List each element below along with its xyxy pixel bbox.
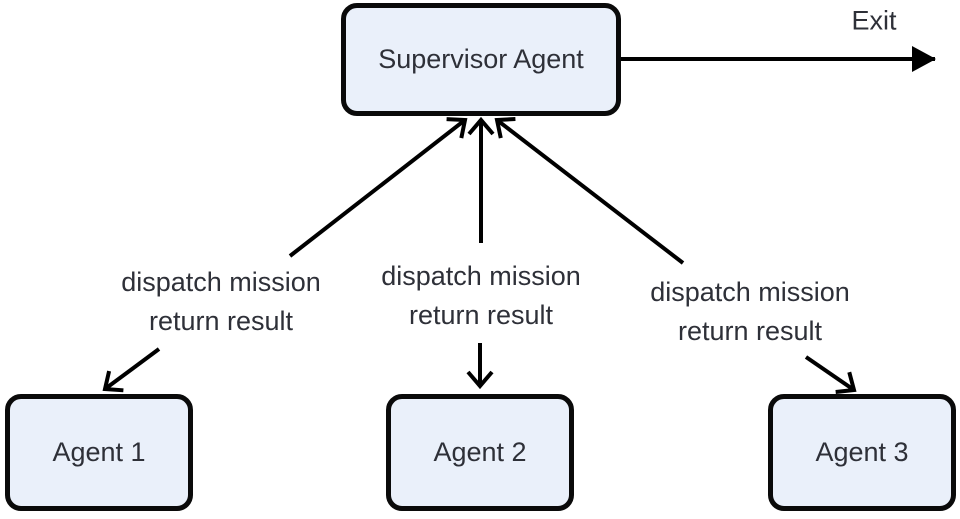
edge-label-agent1: dispatch mission return result [121, 263, 321, 341]
edge-label-agent2-line2: return result [408, 300, 554, 330]
edge-agent3-to-supervisor [494, 117, 685, 265]
node-agent1-label: Agent 1 [52, 437, 146, 467]
edge-label-agent3-line1: dispatch mission [650, 277, 850, 307]
node-supervisor-agent: Supervisor Agent [341, 3, 621, 116]
edge-label-agent1-line1: dispatch mission [121, 267, 321, 297]
edge-agent1-to-supervisor [288, 117, 468, 258]
node-agent3-label: Agent 3 [815, 437, 909, 467]
exit-edge-label: Exit [851, 5, 897, 36]
edge-label-agent3-line2: return result [677, 316, 823, 346]
node-agent-2: Agent 2 [386, 394, 574, 511]
node-agent-1: Agent 1 [5, 394, 193, 511]
node-supervisor-label: Supervisor Agent [378, 44, 584, 74]
edge-label-agent2-line1: dispatch mission [381, 261, 581, 291]
edge-label-agent3: dispatch mission return result [650, 273, 850, 351]
edge-supervisor-to-agent3 [804, 355, 857, 394]
edge-supervisor-to-agent1 [102, 347, 161, 393]
node-agent-3: Agent 3 [768, 394, 956, 511]
edge-label-agent2: dispatch mission return result [381, 257, 581, 335]
node-agent2-label: Agent 2 [433, 437, 527, 467]
edge-label-agent1-line2: return result [148, 306, 294, 336]
